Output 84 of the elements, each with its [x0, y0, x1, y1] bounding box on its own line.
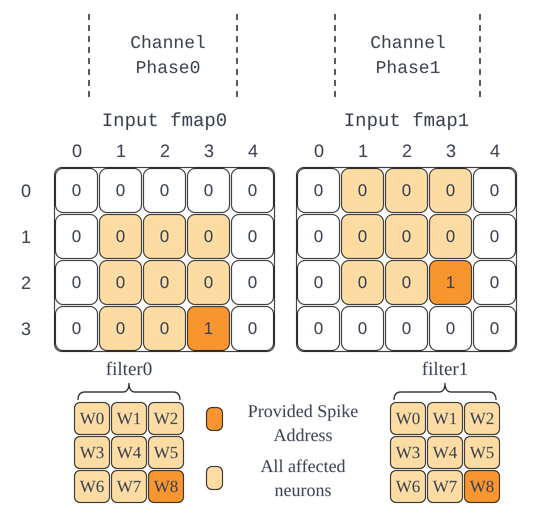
neuron-cell: 0: [297, 214, 340, 259]
neuron-cell: 0: [429, 306, 472, 351]
column-index: 3: [444, 142, 457, 160]
filter-title: filter1: [422, 360, 468, 379]
feature-map-title: Input fmap0: [102, 112, 228, 131]
neuron-cell: 0: [187, 214, 230, 259]
filter-grid: [74, 360, 184, 503]
neuron-cell: 0: [473, 168, 516, 213]
neuron-cell: 0: [55, 168, 98, 213]
neuron-cell: 0: [231, 306, 274, 351]
neuron-cell: 0: [187, 168, 230, 213]
row-index: 1: [20, 228, 32, 246]
neuron-cell: 0: [231, 168, 274, 213]
neuron-cell: 1: [187, 306, 230, 351]
feature-map-title: Input fmap1: [344, 112, 470, 131]
neuron-cell: 0: [473, 306, 516, 351]
weight-cell: W0: [74, 402, 110, 435]
weight-cell: W6: [74, 470, 110, 503]
column-index: 1: [114, 142, 127, 160]
legend-text: All affected neurons: [259, 455, 347, 502]
weight-cell: W5: [148, 436, 184, 469]
neuron-cell: 0: [341, 306, 384, 351]
column-index: 4: [488, 142, 501, 160]
neuron-cell: 0: [385, 260, 428, 305]
column-index: 0: [312, 142, 325, 160]
neuron-cell: 0: [429, 168, 472, 213]
column-index: 3: [202, 142, 215, 160]
neuron-cell: 0: [143, 260, 186, 305]
neuron-cell: 0: [341, 260, 384, 305]
channel-phase-label: Channel Phase1: [369, 33, 447, 81]
weight-cell: W5: [464, 436, 500, 469]
neuron-cell: 0: [429, 214, 472, 259]
neuron-cell: 0: [231, 260, 274, 305]
column-index: 4: [246, 142, 259, 160]
neuron-cell: 0: [55, 214, 98, 259]
weight-cell: W2: [148, 402, 184, 435]
neuron-cell: 0: [297, 168, 340, 213]
row-index: 3: [20, 320, 32, 338]
neuron-cell: 0: [99, 260, 142, 305]
legend-text: Provided Spike Address: [246, 400, 360, 447]
weight-cell: W6: [390, 470, 426, 503]
weight-cell: W0: [390, 402, 426, 435]
weight-cell: W7: [427, 470, 463, 503]
neuron-cell: 0: [99, 214, 142, 259]
column-index: 2: [158, 142, 171, 160]
neuron-cell: 0: [55, 306, 98, 351]
filter-grid: [390, 360, 500, 503]
neuron-cell: 0: [385, 168, 428, 213]
neuron-cell: 0: [341, 168, 384, 213]
neuron-cell: 0: [385, 306, 428, 351]
neuron-cell: 0: [341, 214, 384, 259]
neuron-cell: 0: [231, 214, 274, 259]
weight-cell: W4: [427, 436, 463, 469]
feature-map-grid: [296, 112, 517, 352]
neuron-cell: 0: [473, 260, 516, 305]
neuron-cell: 0: [55, 260, 98, 305]
neuron-cell: 0: [143, 168, 186, 213]
neuron-cell: 0: [385, 214, 428, 259]
neuron-cell: 0: [143, 214, 186, 259]
column-index: 0: [70, 142, 83, 160]
neuron-cell: 0: [143, 306, 186, 351]
neuron-cell: 0: [297, 260, 340, 305]
weight-cell: W8: [464, 470, 500, 503]
neuron-cell: 0: [473, 214, 516, 259]
weight-cell: W7: [111, 470, 147, 503]
weight-cell: W1: [427, 402, 463, 435]
weight-cell: W3: [390, 436, 426, 469]
weight-cell: W3: [74, 436, 110, 469]
neuron-cell: 0: [187, 260, 230, 305]
row-index: 0: [20, 182, 32, 200]
weight-cell: W2: [464, 402, 500, 435]
neuron-cell: 1: [429, 260, 472, 305]
column-index: 2: [400, 142, 413, 160]
weight-cell: W8: [148, 470, 184, 503]
neuron-cell: 0: [99, 306, 142, 351]
feature-map-grid: [54, 112, 275, 352]
neuron-cell: 0: [297, 306, 340, 351]
column-index: 1: [356, 142, 369, 160]
filter-title: filter0: [106, 360, 152, 379]
row-index: 2: [20, 274, 32, 292]
weight-cell: W1: [111, 402, 147, 435]
neuron-cell: 0: [99, 168, 142, 213]
weight-cell: W4: [111, 436, 147, 469]
channel-phase-label: Channel Phase0: [129, 33, 207, 81]
